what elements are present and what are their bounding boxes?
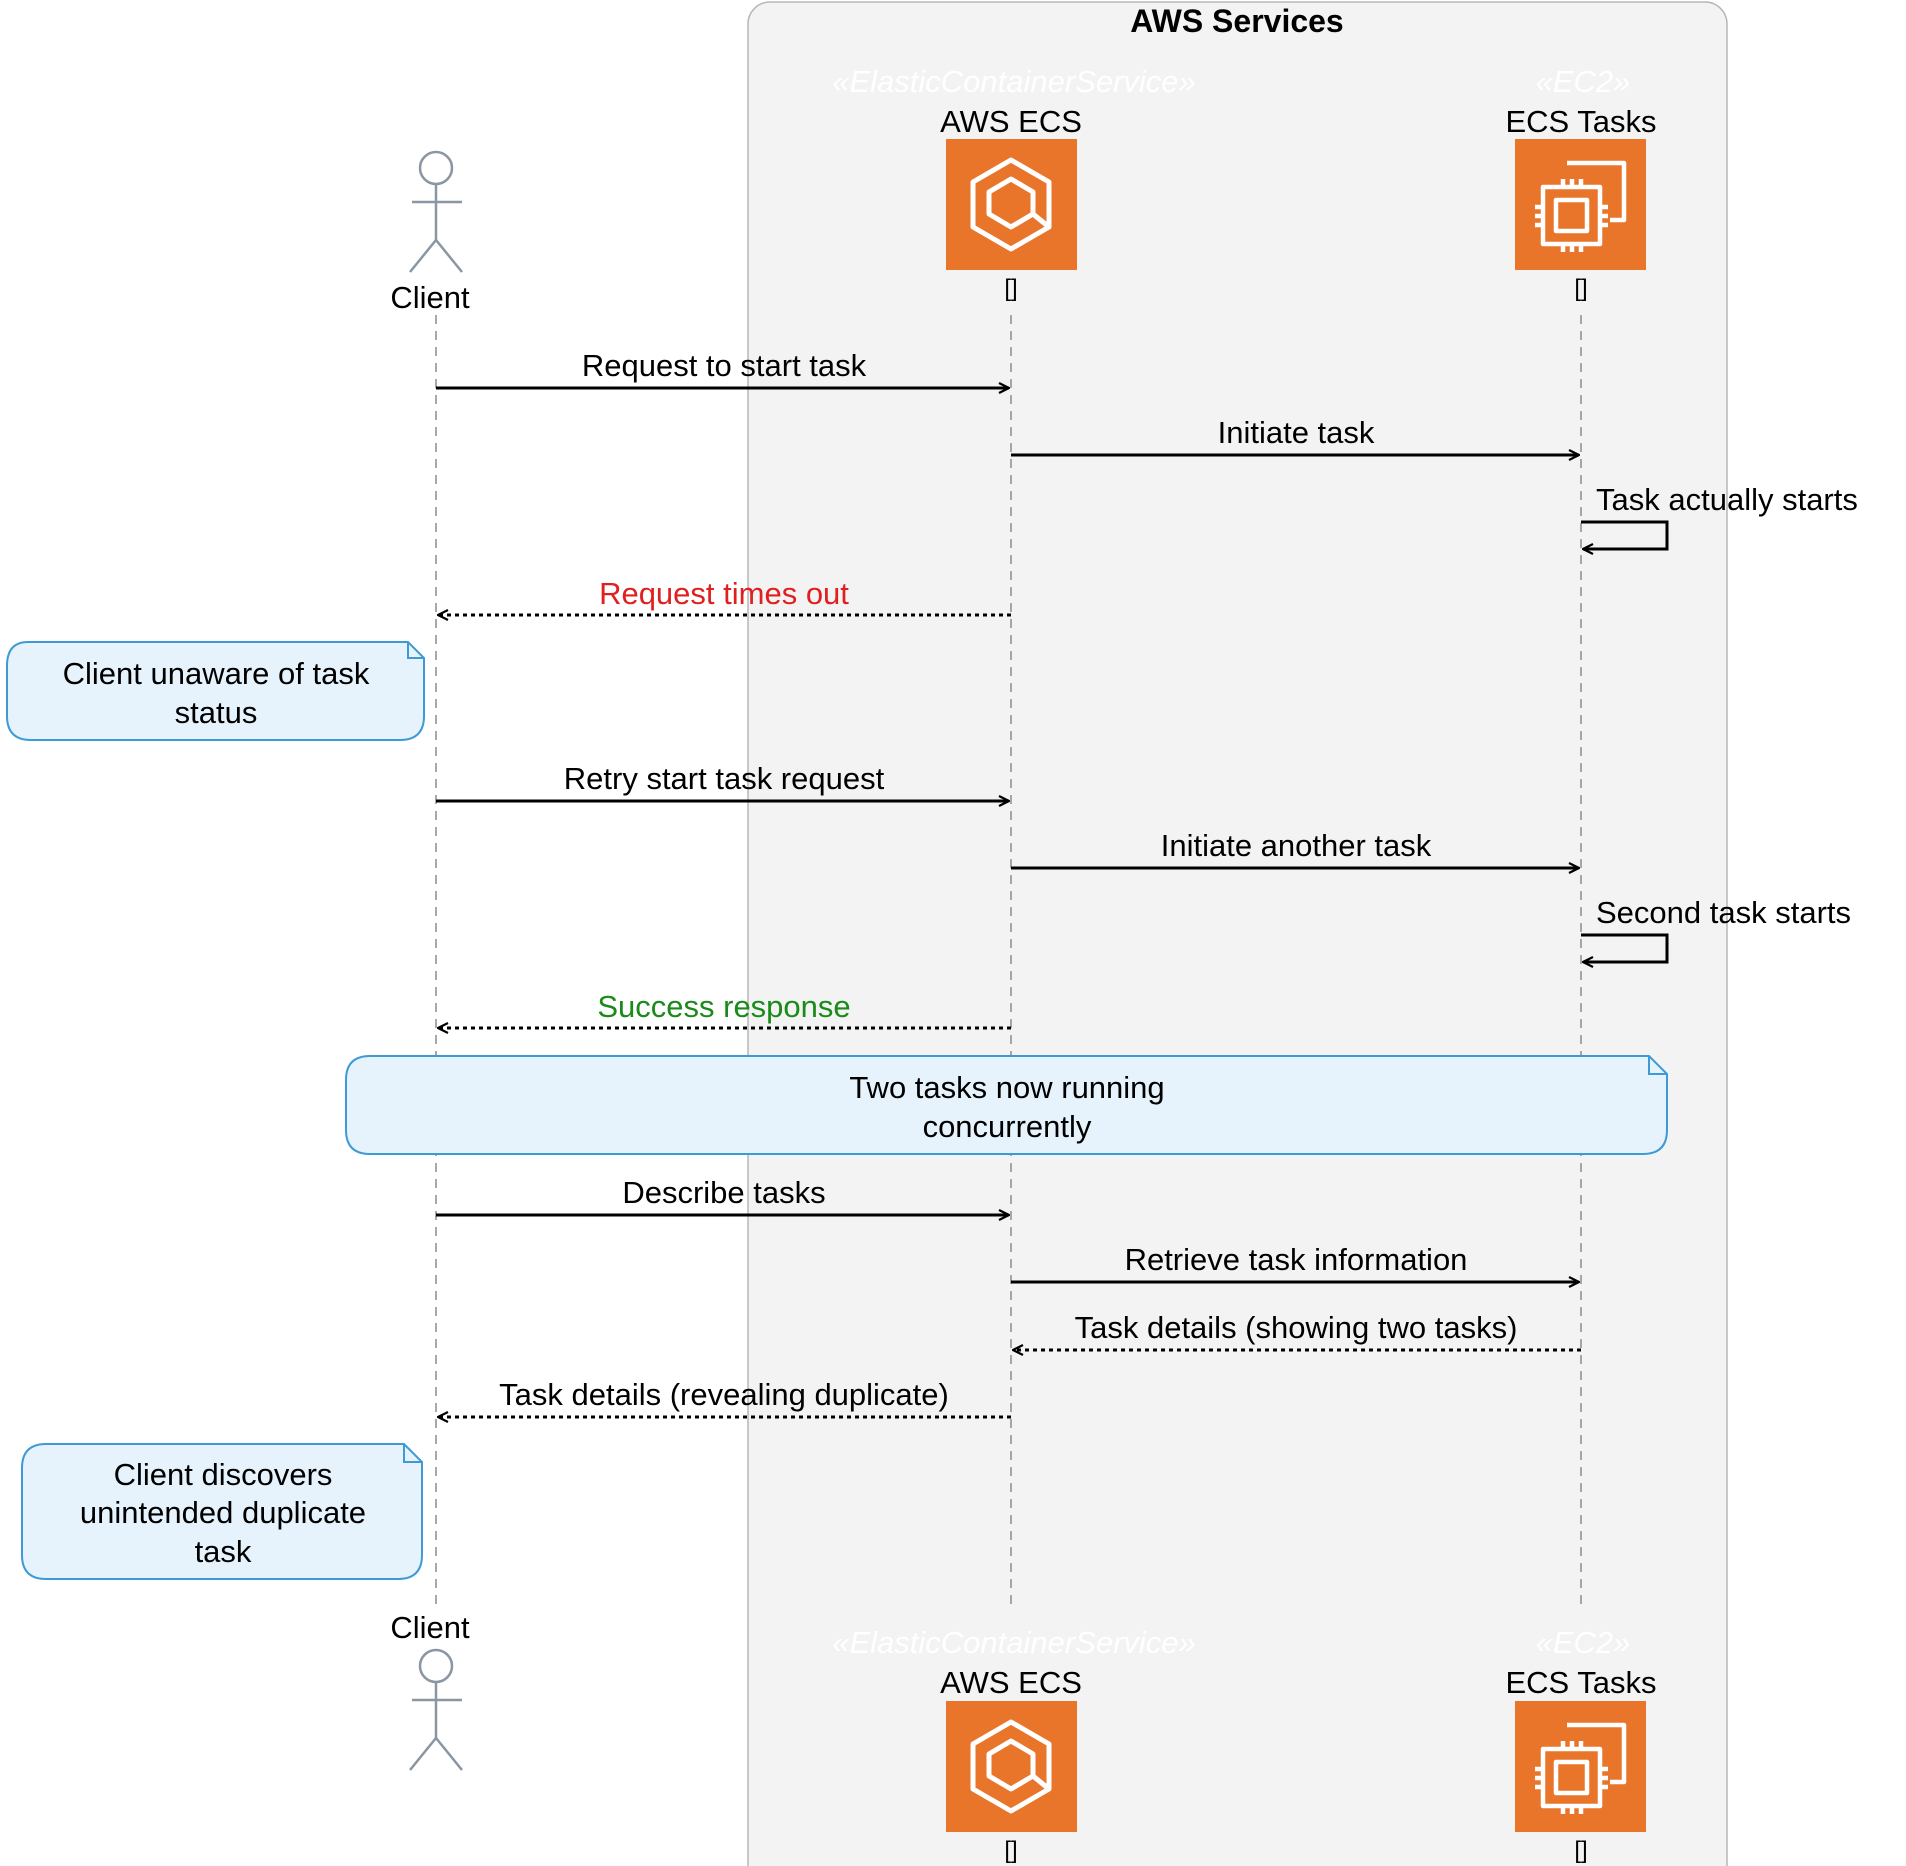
tasks-label-bottom: ECS Tasks [1505,1665,1656,1700]
aws-services-boundary [747,1,1728,1866]
client-actor-top [409,150,463,273]
note-1-line-1: Client unaware of task [63,656,370,691]
actor-head-icon [418,1648,454,1684]
client-label-top: Client [390,280,470,315]
actor-head-icon [418,150,454,186]
ecs-label-top: AWS ECS [940,104,1082,139]
message-label-2: Initiate task [1218,415,1375,450]
message-label-3: Task actually starts [1596,482,1858,517]
message-label-6: Initiate another task [1161,828,1432,863]
tasks-tech-top: [] [1574,275,1587,302]
message-arrow-7 [1581,933,1669,962]
ec2-instance-icon [1515,139,1646,270]
message-label-10: Retrieve task information [1125,1242,1468,1277]
message-label-1: Request to start task [582,348,867,383]
ecs-stereotype-top: «ElasticContainerService» [832,64,1196,99]
note-2-line-2: concurrently [923,1109,1092,1144]
message-label-8: Success response [597,989,850,1024]
boundary-title: AWS Services [1130,3,1343,39]
message-label-5: Retry start task request [564,761,885,796]
ecs-container-icon [946,139,1077,270]
client-label-bottom: Client [390,1610,470,1645]
message-arrow-3 [1581,520,1669,549]
message-label-9: Describe tasks [622,1175,825,1210]
message-label-7: Second task starts [1596,895,1851,930]
note-3-line-3: task [195,1534,252,1569]
ecs-label-bottom: AWS ECS [940,1665,1082,1700]
client-actor-bottom [409,1648,463,1771]
note-1: Client unaware of task status [6,641,425,741]
message-label-12: Task details (revealing duplicate) [499,1377,949,1412]
note-3: Client discovers unintended duplicate ta… [21,1443,423,1580]
message-label-4: Request times out [599,576,849,611]
ecs-tech-top: [] [1004,275,1017,302]
message-label-11: Task details (showing two tasks) [1075,1310,1518,1345]
note-3-line-2: unintended duplicate [80,1495,366,1530]
ec2-instance-icon [1515,1701,1646,1832]
tasks-label-top: ECS Tasks [1505,104,1656,139]
note-2-line-1: Two tasks now running [849,1070,1164,1105]
tasks-stereotype-bottom: «EC2» [1536,1625,1631,1660]
ecs-container-icon [946,1701,1077,1832]
tasks-tech-bottom: [] [1574,1837,1587,1864]
note-1-line-2: status [175,695,258,730]
note-2: Two tasks now running concurrently [345,1055,1668,1155]
ecs-tech-bottom: [] [1004,1837,1017,1864]
tasks-stereotype-top: «EC2» [1536,64,1631,99]
note-3-line-1: Client discovers [114,1457,333,1492]
ecs-stereotype-bottom: «ElasticContainerService» [832,1625,1196,1660]
